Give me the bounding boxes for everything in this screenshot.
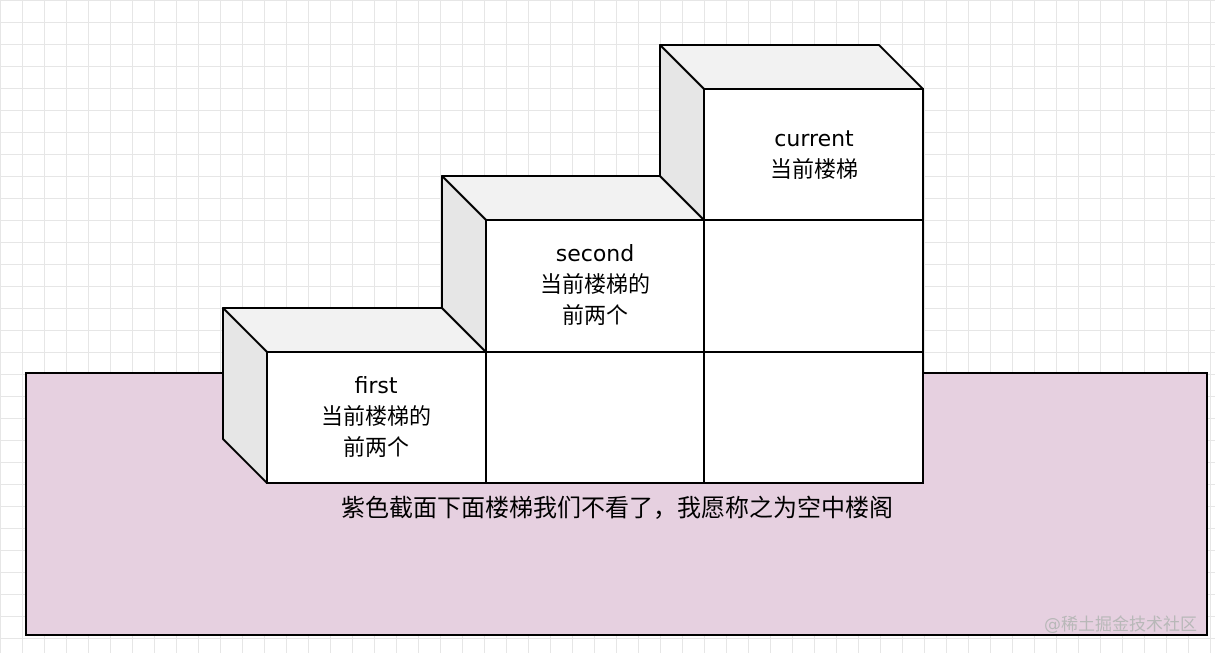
label-second-line3: 前两个 <box>561 304 629 329</box>
label-second-line1: second <box>555 242 635 267</box>
cell-col3-row2 <box>703 219 924 353</box>
cell-col3-row3 <box>703 351 924 484</box>
label-second: second 当前楼梯的 前两个 <box>540 239 650 332</box>
label-current-line2: 当前楼梯 <box>769 158 859 183</box>
cell-col2-row3 <box>485 351 705 484</box>
label-first: first 当前楼梯的 前两个 <box>321 371 431 464</box>
label-current: current 当前楼梯 <box>770 124 858 186</box>
label-second-line2: 当前楼梯的 <box>539 273 651 298</box>
label-first-line2: 当前楼梯的 <box>320 405 432 430</box>
top-face-first-step <box>222 307 487 353</box>
watermark: @稀土掘金技术社区 <box>1044 615 1197 635</box>
label-first-line3: 前两个 <box>342 436 410 461</box>
top-face-second-step <box>441 175 705 221</box>
label-current-line1: current <box>774 127 854 152</box>
top-face-third-step <box>659 44 924 90</box>
label-first-line1: first <box>354 374 398 399</box>
cell-first <box>266 351 487 484</box>
section-caption: 紫色截面下面楼梯我们不看了，我愿称之为空中楼阁 <box>341 494 893 522</box>
